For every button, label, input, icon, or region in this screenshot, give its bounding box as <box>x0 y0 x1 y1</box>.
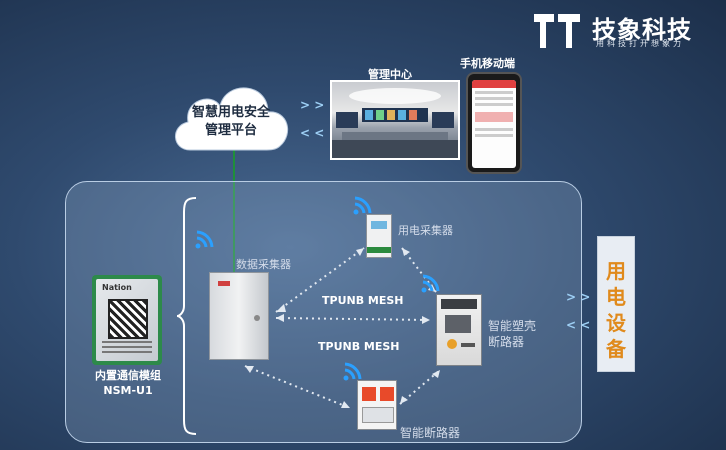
breaker-label: 智能断路器 <box>400 426 461 440</box>
communication-module-image: Nation <box>92 275 162 365</box>
mccb-label-line1: 智能塑壳 <box>488 319 537 333</box>
mesh-label-2: TPUNB MESH <box>318 340 400 353</box>
module-label-line1: 内置通信模组 <box>95 369 161 382</box>
smart-breaker-image <box>357 380 397 430</box>
wifi-icon <box>343 362 362 381</box>
arrow-right-equipment: > > <box>566 290 591 304</box>
mesh-link-breaker-mccb <box>399 369 441 405</box>
brace-bracket <box>176 197 197 435</box>
brand-logo-icon <box>534 14 580 48</box>
wifi-icon <box>421 274 440 293</box>
mesh-label-1: TPUNB MESH <box>322 294 404 307</box>
mccb-label-line2: 断路器 <box>488 335 525 349</box>
module-chip-brand: Nation <box>102 283 132 292</box>
cloud-line-2: 管理平台 <box>204 123 257 138</box>
collector-label: 数据采集器 <box>236 258 291 271</box>
module-label: 内置通信模组 NSM-U1 <box>82 368 174 398</box>
smart-mccb-image <box>436 294 482 366</box>
wifi-icon <box>195 230 214 249</box>
mobile-label: 手机移动端 <box>460 57 515 70</box>
power-meter-image <box>366 214 392 258</box>
control-room-image <box>330 80 460 160</box>
cloud-line-1: 智慧用电安全 <box>191 105 270 120</box>
arrow-left-top: < < <box>300 126 325 140</box>
control-room-illustration <box>332 88 458 158</box>
management-center-label: 管理中心 <box>368 68 412 81</box>
mesh-link-mccb <box>275 317 431 321</box>
cloud-platform-label: 智慧用电安全 管理平台 <box>168 104 294 140</box>
brand-name: 技象科技 <box>592 16 692 44</box>
mesh-link-meter <box>275 247 365 313</box>
arrow-right-top: > > <box>300 98 325 112</box>
equipment-label: 用电设备 <box>606 259 626 361</box>
meter-label: 用电采集器 <box>398 224 453 237</box>
wifi-icon <box>353 196 372 215</box>
mesh-link-breaker <box>244 365 351 409</box>
module-label-line2: NSM-U1 <box>103 384 153 397</box>
brand-slogan: 用科技打开想象力 <box>596 39 684 48</box>
cloud-icon <box>175 87 289 151</box>
data-collector-image <box>209 272 269 360</box>
phone-icon <box>466 72 522 174</box>
qr-code-icon <box>108 299 148 339</box>
mccb-label: 智能塑壳 断路器 <box>488 318 536 350</box>
equipment-box <box>597 236 635 372</box>
arrow-left-equipment: < < <box>566 318 591 332</box>
